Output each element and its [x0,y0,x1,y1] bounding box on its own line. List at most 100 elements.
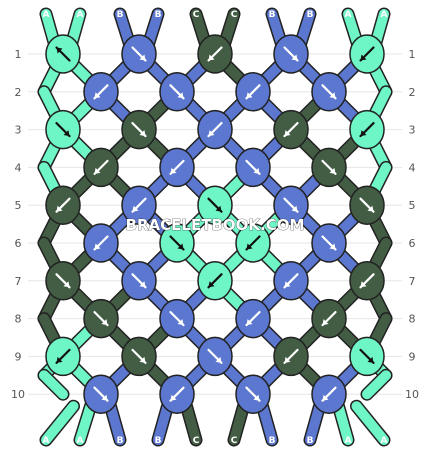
direction-arrowhead-icon [367,356,374,363]
top-string-label: A [43,10,50,20]
knot [273,34,309,74]
direction-arrowhead-icon [63,281,70,288]
direction-arrowhead-icon [291,54,298,61]
knot [349,109,385,150]
direction-arrowhead-icon [367,205,374,212]
knot [83,72,119,112]
direction-arrowhead-icon [208,54,215,61]
row-number-left: 1 [15,48,22,61]
row-number-left: 10 [11,388,25,401]
bottom-strand-stub [41,401,79,445]
row-number-left: 2 [15,86,22,99]
direction-arrowhead-icon [215,205,222,212]
bottom-string-label: B [155,436,162,446]
direction-arrowhead-icon [329,243,336,250]
direction-arrowhead-icon [101,394,108,401]
bottom-string-label: A [381,436,388,446]
knot [45,34,81,74]
knot [45,261,81,301]
knot [45,336,81,377]
direction-arrowhead-icon [215,356,222,363]
row-number-right: 8 [409,313,416,326]
direction-arrowhead-icon [208,130,215,137]
knot [45,185,81,225]
bottom-string-label: B [269,436,276,446]
direction-arrowhead-icon [246,319,253,326]
bottom-strand-stub [105,401,125,445]
bottom-string-label: C [231,436,238,446]
bottom-strand-stub [181,401,201,445]
knot [311,147,347,188]
knot [311,223,347,263]
direction-arrowhead-icon [360,54,367,61]
knot [197,261,233,301]
knot [159,147,195,188]
direction-arrowhead-icon [177,243,184,250]
direction-arrowhead-icon [322,394,329,401]
bottom-string-label: A [345,436,352,446]
watermark-text: BRACELETBOOK.COM [126,216,305,234]
row-number-right: 4 [409,161,416,174]
knot [83,223,119,263]
knot [159,298,195,339]
direction-arrowhead-icon [253,394,260,401]
bottom-strand-stub [333,401,353,445]
knot [235,374,271,414]
row-number-right: 3 [409,124,416,137]
knot [159,374,195,414]
knot [311,374,347,414]
top-string-label: A [345,10,352,20]
knot [235,298,271,339]
direction-arrowhead-icon [284,281,291,288]
knot [121,336,157,377]
top-string-label: B [117,10,124,20]
direction-arrowhead-icon [139,130,146,137]
direction-arrowhead-icon [329,92,336,99]
knot [273,261,309,301]
top-string-label: B [155,10,162,20]
knot [121,261,157,301]
knot [273,109,309,150]
row-number-right: 6 [409,237,416,250]
bottom-string-label: B [117,436,124,446]
row-number-left: 6 [15,237,22,250]
direction-arrowhead-icon [94,167,101,174]
direction-arrowhead-icon [139,356,146,363]
edge-strand-right [362,370,391,400]
knot [349,185,385,225]
direction-arrowhead-icon [56,205,63,212]
direction-arrowhead-icon [208,281,215,288]
row-number-right: 1 [409,48,416,61]
bottom-strand-stub [257,401,277,445]
knot [273,336,309,377]
row-number-right: 9 [409,350,416,363]
knot [235,147,271,188]
row-number-left: 4 [15,161,22,174]
direction-arrowhead-icon [322,319,329,326]
top-string-label: B [269,10,276,20]
direction-arrowhead-icon [177,319,184,326]
knot [197,109,233,150]
edge-strand-left [39,370,68,400]
top-string-label: C [231,10,238,20]
knot [83,147,119,188]
row-number-right: 5 [409,199,416,212]
knot [45,109,81,150]
direction-arrowhead-icon [94,92,101,99]
knot [121,34,157,74]
knot [197,185,233,225]
row-number-right: 7 [409,275,416,288]
knot [197,336,233,377]
bottom-string-label: C [193,436,200,446]
bottom-strand-stub [75,401,96,445]
knot [121,185,157,225]
bottom-strand-stub [229,401,249,445]
knot [349,261,385,301]
knot [273,185,309,225]
knot [311,72,347,112]
direction-arrowhead-icon [94,243,101,250]
knot [311,298,347,339]
knot [159,223,195,263]
